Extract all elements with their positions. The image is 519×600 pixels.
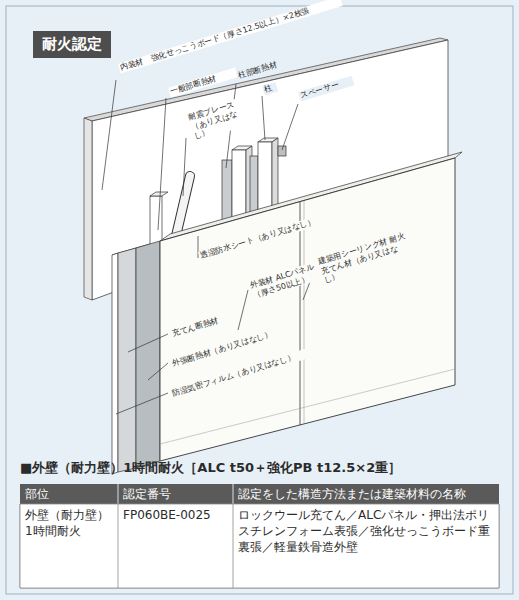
- table-rule: [233, 504, 234, 588]
- table-cell: 部位: [20, 484, 118, 504]
- table-cell: 認定をした構造方法または建築材料の名称: [233, 484, 499, 504]
- table-cell: ロックウール充てん／ALCパネル・押出法ポリスチレンフォーム表張／強化せっこうボ…: [233, 504, 499, 588]
- table-rule: [20, 588, 499, 589]
- alc-panel: [160, 158, 455, 461]
- table-rule: [118, 484, 119, 504]
- vapor-film: [112, 253, 118, 474]
- table-cell: 外壁（耐力壁）1時間耐火: [20, 504, 118, 588]
- external-insulation: [136, 241, 160, 468]
- table-rule: [118, 504, 119, 588]
- table-cell: FP060BE-0025: [118, 504, 233, 588]
- brace: [176, 176, 190, 236]
- panel-joint: [304, 201, 305, 424]
- brace: [176, 176, 190, 236]
- leader-lines: [102, 80, 316, 414]
- title-badge: 耐火認定: [33, 31, 111, 58]
- table-rule: [499, 504, 500, 588]
- table-rule: [20, 504, 21, 588]
- table-rule: [233, 484, 234, 504]
- panel-joint: [300, 202, 301, 425]
- table-cell: 認定番号: [118, 484, 233, 504]
- table-heading: ■外壁（耐力壁）1時間耐火［ALC t50＋強化PB t12.5×2重］: [20, 459, 401, 477]
- table-rule: [20, 504, 499, 505]
- frame: [6, 6, 513, 594]
- fill-insulation: [118, 248, 136, 472]
- board-edge: [84, 118, 92, 300]
